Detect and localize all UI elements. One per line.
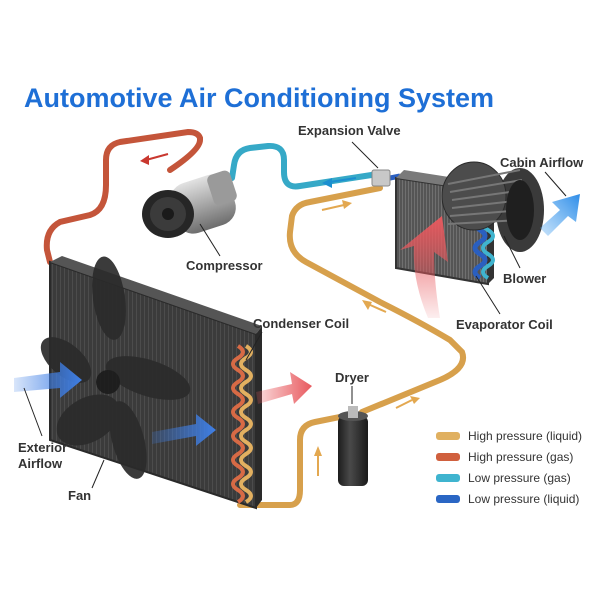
label-fan: Fan [68,488,91,503]
condenser-coil-assembly [40,256,262,510]
legend-swatch [436,453,460,461]
flow-arrow-low-gas [329,177,357,183]
label-exterior: Exterior [18,440,67,455]
label-expansion-valve: Expansion Valve [298,123,401,138]
condenser-coil-loops [231,344,253,504]
hot-air-arrow [256,372,312,404]
expansion-valve [371,169,391,187]
legend-label: High pressure (gas) [468,450,573,464]
legend-swatch [436,432,460,440]
leader-evaporator [475,275,501,315]
legend-label: High pressure (liquid) [468,429,582,443]
label-dryer: Dryer [335,370,369,385]
flow-arrowhead [314,446,322,456]
legend: High pressure (liquid) High pressure (gas… [436,429,582,506]
flow-arrow-liquid [321,204,345,211]
legend-item: Low pressure (liquid) [436,492,579,506]
label-blower: Blower [503,271,546,286]
leader-cabin-airflow [544,171,567,197]
label-compressor: Compressor [186,258,263,273]
leader-compressor [199,223,221,257]
dryer [338,406,368,486]
label-airflow: Airflow [18,456,63,471]
pipe-high-pressure-gas [43,128,203,265]
flow-arrowhead [362,300,372,310]
exterior-airflow-arrow-through [152,414,216,446]
label-condenser-coil: Condenser Coil [253,316,349,331]
flow-arrowhead [140,155,149,165]
pipe-low-pressure-gas [229,142,381,190]
label-evaporator-coil: Evaporator Coil [456,317,553,332]
flow-arrow-gas [145,153,169,161]
cabin-airflow-arrow [540,194,580,236]
compressor [142,170,237,238]
warm-air-arrow [400,216,448,318]
label-cabin-airflow: Cabin Airflow [500,155,584,170]
leader-blower [503,235,521,269]
legend-label: Low pressure (gas) [468,471,571,485]
legend-swatch [436,495,460,503]
leader-expansion-valve [351,141,379,169]
leader-condenser [245,331,263,361]
legend-item: Low pressure (gas) [436,471,571,485]
flow-arrowhead [342,200,352,209]
leader-exterior-airflow [23,387,43,437]
flow-arrow-liquid [395,399,413,409]
leader-fan [91,459,105,489]
legend-label: Low pressure (liquid) [468,492,579,506]
flow-arrow-liquid [367,303,387,313]
legend-item: High pressure (liquid) [436,429,582,443]
diagram-title: Automotive Air Conditioning System [24,83,494,113]
pipe-high-pressure-liquid-return [286,185,466,415]
pipe-high-pressure-liquid [237,411,355,508]
flow-arrowhead [410,396,420,404]
legend-item: High pressure (gas) [436,450,573,464]
flow-arrowhead [322,178,332,188]
legend-swatch [436,474,460,482]
blower [441,161,544,252]
fan [40,256,191,479]
exterior-airflow-arrow [14,362,82,398]
